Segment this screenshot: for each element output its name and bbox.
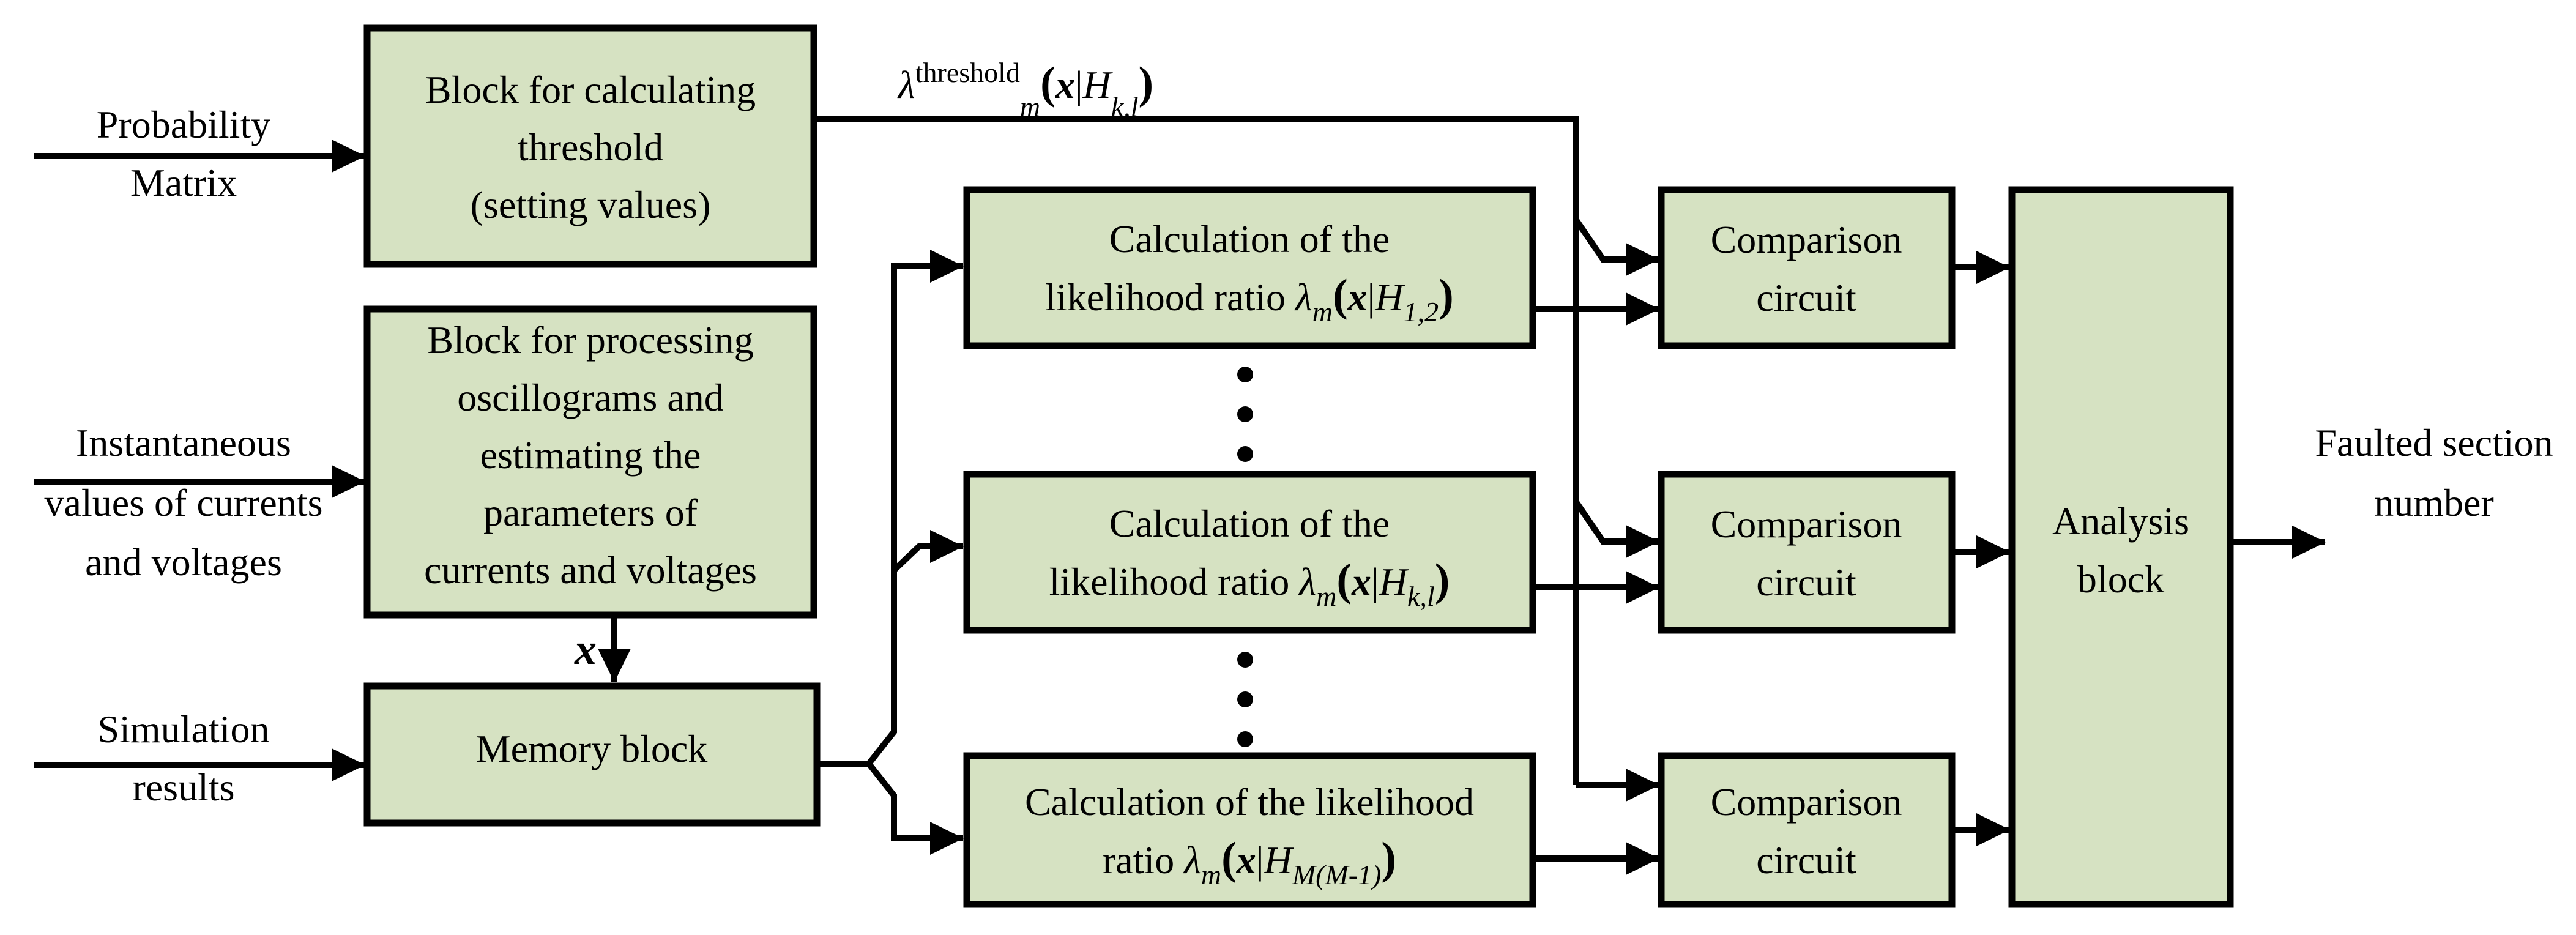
formula-prefix: likelihood ratio — [1049, 560, 1300, 603]
probability-label-line1: Probability — [97, 103, 270, 146]
analysis-block — [2008, 186, 2234, 908]
comparison-circuit-2 — [1658, 471, 1956, 634]
vertical-ellipsis-top — [1237, 367, 1253, 462]
memory-fan-arrow-1 — [866, 250, 964, 766]
output-label-line1: Faulted section — [2315, 421, 2553, 464]
formula-x: x — [1347, 275, 1368, 319]
memory-fan-arrow-3 — [866, 761, 964, 855]
comparison2-line1: Comparison — [1711, 502, 1902, 546]
ellipsis-dot — [1237, 731, 1253, 747]
ellipsis-dot — [1237, 446, 1253, 462]
comparison-circuit-1 — [1658, 186, 1956, 349]
formula-H: H — [1374, 275, 1405, 319]
likelihood1-line1: Calculation of the — [1109, 217, 1390, 261]
likelihood3-formula: ratio λm(x|HM(M-1)) — [1103, 833, 1396, 890]
simulation-label-line2: results — [132, 766, 234, 809]
instantaneous-label-line3: and voltages — [85, 540, 282, 584]
formula-H: H — [1379, 560, 1410, 603]
memory-fan-arrow-2 — [892, 530, 964, 573]
ellipsis-dot — [1237, 406, 1253, 422]
vertical-ellipsis-bottom — [1237, 652, 1253, 747]
formula-H: H — [1264, 838, 1295, 882]
formula-x: x — [1236, 838, 1256, 882]
threshold-block — [363, 24, 817, 268]
threshold-formula: λthresholdm(x|Hk,l) — [897, 57, 1153, 122]
processing-block — [363, 305, 817, 619]
formula-open-paren: ( — [1336, 555, 1352, 605]
processing-block-line3: estimating the — [480, 433, 701, 477]
output-label-line2: number — [2374, 481, 2494, 524]
likelihood-block-1 — [963, 186, 1536, 349]
formula-prefix: likelihood ratio — [1045, 275, 1295, 319]
comparison3-line2: circuit — [1756, 838, 1856, 882]
threshold-output-line — [814, 116, 1579, 785]
comparison1-line1: Comparison — [1711, 218, 1902, 261]
probability-label-line2: Matrix — [130, 161, 237, 204]
formula-lambda: λ — [897, 63, 915, 106]
formula-H-subscript: k,l — [1111, 91, 1139, 122]
processing-block-line1: Block for processing — [427, 318, 753, 362]
formula-bar: | — [1368, 275, 1375, 319]
formula-x: x — [1055, 63, 1075, 106]
threshold-block-line1: Block for calculating — [425, 68, 756, 111]
comparison2-line2: circuit — [1756, 561, 1856, 604]
formula-H: H — [1082, 63, 1114, 106]
instantaneous-label-line2: values of currents — [45, 481, 323, 524]
ellipsis-dot — [1237, 691, 1253, 707]
formula-prefix: ratio — [1103, 838, 1184, 882]
formula-H-subscript: M(M-1) — [1292, 859, 1382, 890]
threshold-block-line2: threshold — [518, 125, 663, 169]
formula-open-paren: ( — [1040, 58, 1055, 108]
formula-H-subscript: 1,2 — [1404, 296, 1439, 327]
formula-bar: | — [1371, 560, 1379, 603]
processing-block-line2: oscillograms and — [457, 376, 723, 419]
formula-subscript: m — [1316, 581, 1336, 612]
formula-subscript: m — [1312, 296, 1333, 327]
formula-lambda: λ — [1183, 838, 1201, 882]
formula-subscript: m — [1020, 91, 1040, 122]
formula-close-paren: ) — [1381, 833, 1396, 884]
comparison3-line1: Comparison — [1711, 780, 1902, 824]
likelihood1-formula: likelihood ratio λm(x|H1,2) — [1045, 270, 1454, 327]
memory-block — [363, 682, 821, 827]
formula-close-paren: ) — [1435, 555, 1450, 605]
formula-bar: | — [1075, 63, 1083, 106]
memory-block-label: Memory block — [476, 727, 708, 770]
formula-H-subscript: k,l — [1407, 581, 1435, 612]
formula-superscript: threshold — [915, 57, 1020, 88]
formula-lambda: λ — [1294, 275, 1312, 319]
instantaneous-label-line1: Instantaneous — [76, 421, 291, 464]
comparison1-line2: circuit — [1756, 276, 1856, 319]
processing-block-line5: currents and voltages — [424, 548, 757, 592]
ellipsis-dot — [1237, 652, 1253, 668]
formula-open-paren: ( — [1221, 833, 1237, 884]
x-vector-label: x — [574, 625, 597, 674]
formula-close-paren: ) — [1139, 58, 1154, 108]
formula-bar: | — [1256, 838, 1264, 882]
formula-lambda: λ — [1298, 560, 1316, 603]
ellipsis-dot — [1237, 367, 1253, 382]
threshold-branch-arrow-1 — [1573, 217, 1659, 276]
likelihood-block-2 — [963, 471, 1536, 634]
processing-block-line4: parameters of — [483, 491, 698, 534]
comparison-circuit-3 — [1658, 752, 1956, 908]
likelihood2-formula: likelihood ratio λm(x|Hk,l) — [1049, 555, 1450, 612]
analysis-block-line1: Analysis — [2052, 499, 2189, 543]
formula-subscript: m — [1201, 859, 1221, 890]
formula-x: x — [1351, 560, 1371, 603]
likelihood3-line1: Calculation of the likelihood — [1025, 780, 1474, 824]
formula-close-paren: ) — [1439, 270, 1454, 321]
threshold-branch-arrow-2 — [1573, 499, 1659, 558]
threshold-block-line3: (setting values) — [471, 183, 711, 226]
likelihood-block-3 — [963, 752, 1536, 908]
formula-open-paren: ( — [1333, 270, 1348, 321]
likelihood2-line1: Calculation of the — [1109, 502, 1390, 545]
analysis-block-line2: block — [2077, 557, 2164, 601]
simulation-label-line1: Simulation — [98, 707, 270, 751]
